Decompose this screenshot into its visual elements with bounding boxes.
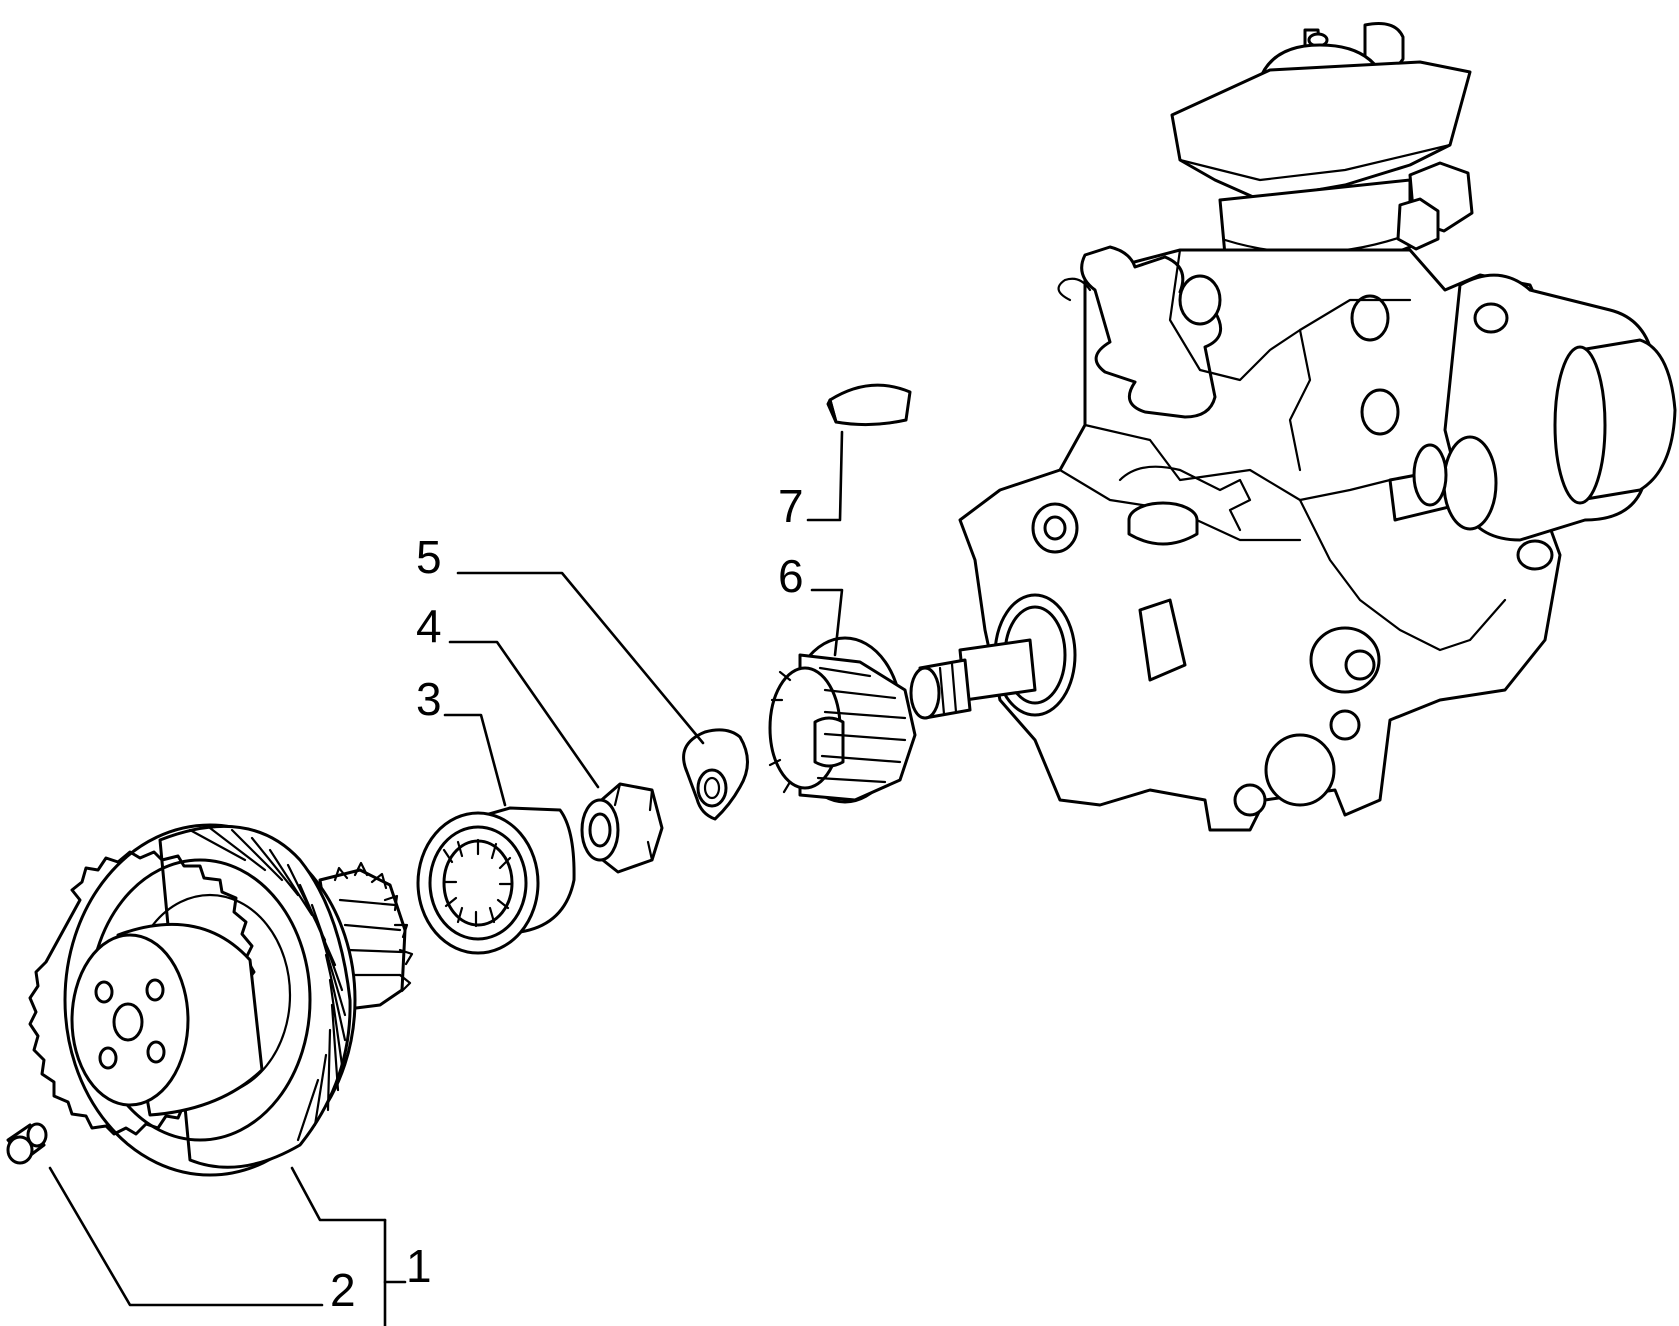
- callout-labels: 7 6 5 4 3 2 1: [330, 480, 804, 1316]
- dowel-pin: [6, 1122, 48, 1165]
- leader-7: [806, 430, 844, 522]
- gear-assembly: [28, 823, 414, 1177]
- splined-hub: [416, 806, 576, 955]
- label-4: 4: [416, 600, 442, 652]
- label-5: 5: [416, 531, 442, 583]
- pinion-gear: [768, 636, 917, 804]
- label-1: 1: [406, 1240, 432, 1292]
- leader-1a: [290, 1166, 387, 1222]
- leader-6: [810, 588, 844, 657]
- label-7: 7: [778, 480, 804, 532]
- bracket-1: [383, 1218, 387, 1326]
- woodruff-key: [826, 383, 912, 427]
- leader-lines: [48, 430, 844, 1326]
- lock-washer: [682, 728, 749, 821]
- leader-5: [456, 571, 705, 745]
- injection-pump-body: [909, 22, 1677, 832]
- leader-3: [443, 713, 507, 807]
- label-6: 6: [778, 550, 804, 602]
- label-3: 3: [416, 673, 442, 725]
- leader-4: [448, 640, 600, 789]
- hex-nut: [580, 782, 664, 874]
- label-2: 2: [330, 1264, 356, 1316]
- leader-2: [48, 1166, 324, 1307]
